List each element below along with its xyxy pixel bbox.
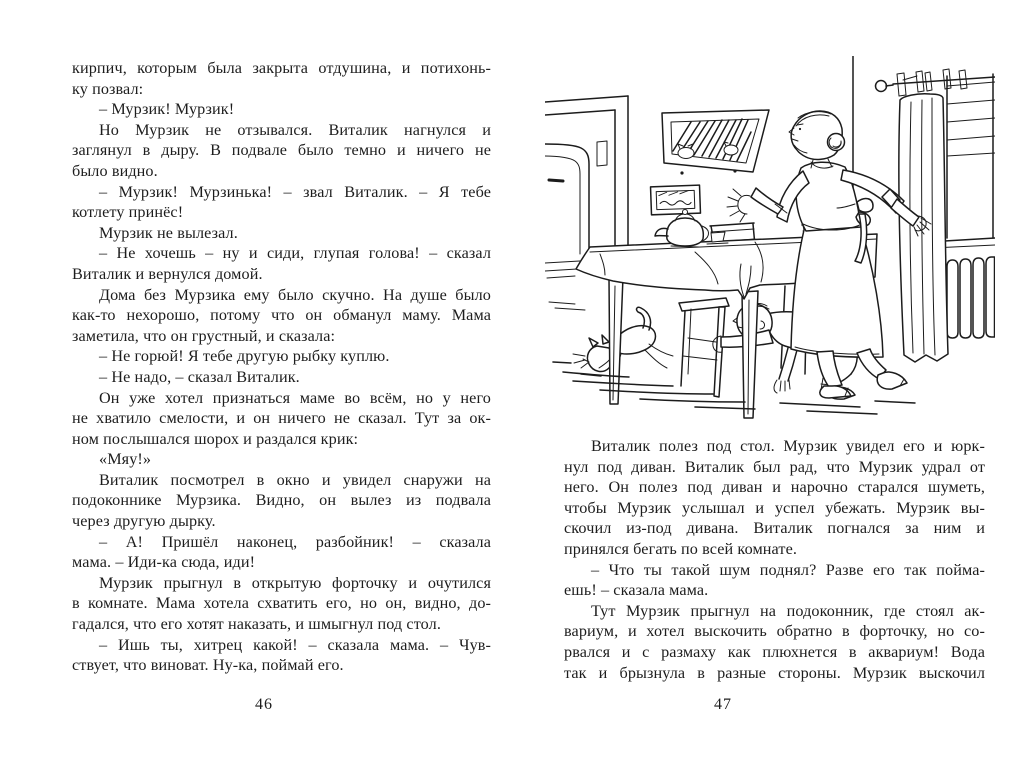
text-line: не хватило смелости, и он ничего не сказ… (72, 409, 491, 428)
text-line: принялся бегать по всей комнате. (564, 539, 798, 558)
text-line: Виталик и вернулся домой. (72, 264, 263, 283)
text-line: заметила, что он грустный, и сказала: (72, 326, 336, 345)
illustration (545, 56, 995, 419)
text-line: – А! Пришёл наконец, разбойник! – сказал… (99, 532, 491, 551)
text-line: Тут Мурзик прыгнул на подоконник, где ст… (591, 601, 985, 620)
text-line: него. Он полез под диван и нарочно стара… (564, 478, 985, 497)
running-cat (572, 306, 674, 373)
text-line: Виталик посмотрел в окно и увидел снаруж… (99, 470, 491, 489)
text-line: – Не хочешь – ну и сиди, глупая голова! … (99, 244, 491, 263)
curtain (898, 93, 949, 363)
text-line: чтобы Мурзик услышал и успел убежать. Му… (564, 498, 985, 517)
text-line: было видно. (72, 161, 158, 180)
radiator (946, 256, 995, 339)
text-line: Дома без Мурзика ему было скучно. На душ… (99, 285, 491, 304)
left-page-text: кирпич, которым была закрыта отдушина, и… (72, 58, 491, 676)
left-page-number: 46 (255, 696, 273, 713)
text-line: Но Мурзик не отзывался. Виталик нагнулся… (99, 120, 491, 139)
text-line: кирпич, которым была закрыта отдушина, и… (72, 59, 491, 77)
teapot (654, 209, 729, 248)
text-line: ку позвал: (72, 79, 144, 98)
text-line: скочил из-под дивана. Виталик погнался з… (564, 519, 985, 538)
text-line: котлету принёс! (72, 203, 184, 222)
right-page-number: 47 (714, 696, 732, 713)
text-line: подоконнике Мурзика. Видно, он вылез из … (72, 491, 491, 510)
door (545, 95, 629, 311)
text-line: «Мяу!» (99, 450, 152, 469)
text-line: заглянул в дыру. В подвале было темно и … (72, 141, 491, 160)
text-line: ешь! – сказала мама. (564, 581, 709, 600)
text-line: как-то нехорошо, потому что он обманул м… (72, 306, 491, 325)
text-line: – Мурзик! Мурзинька! – звал Виталик. – Я… (99, 182, 491, 201)
text-line: – Не надо, – сказал Виталик. (99, 367, 300, 386)
text-line: ном послышался шорох и раздался крик: (72, 429, 359, 448)
text-line: ствует, что виноват. Ну-ка, поймай его. (72, 656, 344, 675)
text-line: – Что ты такой шум поднял? Разве его так… (591, 560, 985, 579)
text-line: – Мурзик! Мурзик! (99, 100, 235, 119)
text-line: нул под диван. Виталик был рад, что Мурз… (564, 457, 985, 476)
text-line: Мурзик не вылезал. (99, 223, 238, 242)
right-page-text: Виталик полез под стол. Мурзик увидел ег… (564, 436, 985, 683)
curtain-rod (874, 68, 995, 97)
text-line: вариум, и хотел выскочить обратно в форт… (564, 622, 985, 641)
text-line: рвался и с размаху как плюхнется в аквар… (564, 642, 985, 661)
text-line: через другую дырку. (72, 512, 216, 531)
text-line: Мурзик прыгнул в открытую форточку и очу… (99, 573, 491, 592)
small-wall-picture (649, 184, 702, 216)
mother (726, 110, 932, 399)
text-line: так и брызнула в разные стороны. Мурзик … (564, 663, 985, 682)
wall-picture (661, 109, 770, 175)
text-line: – Ишь ты, хитрец какой! – сказала мама. … (99, 635, 491, 654)
text-line: Виталик полез под стол. Мурзик увидел ег… (591, 437, 985, 455)
text-line: Он уже хотел признаться маме во всём, но… (99, 388, 491, 407)
text-line: – Не горюй! Я тебе другую рыбку куплю. (99, 347, 390, 366)
floor-shading (552, 361, 916, 415)
text-line: в комнате. Мама хотела схватить его, но … (72, 594, 491, 613)
text-line: гадался, что его хотят наказать, и шмыгн… (72, 615, 441, 634)
text-line: мама. – Иди-ка сюда, иди! (72, 553, 256, 572)
